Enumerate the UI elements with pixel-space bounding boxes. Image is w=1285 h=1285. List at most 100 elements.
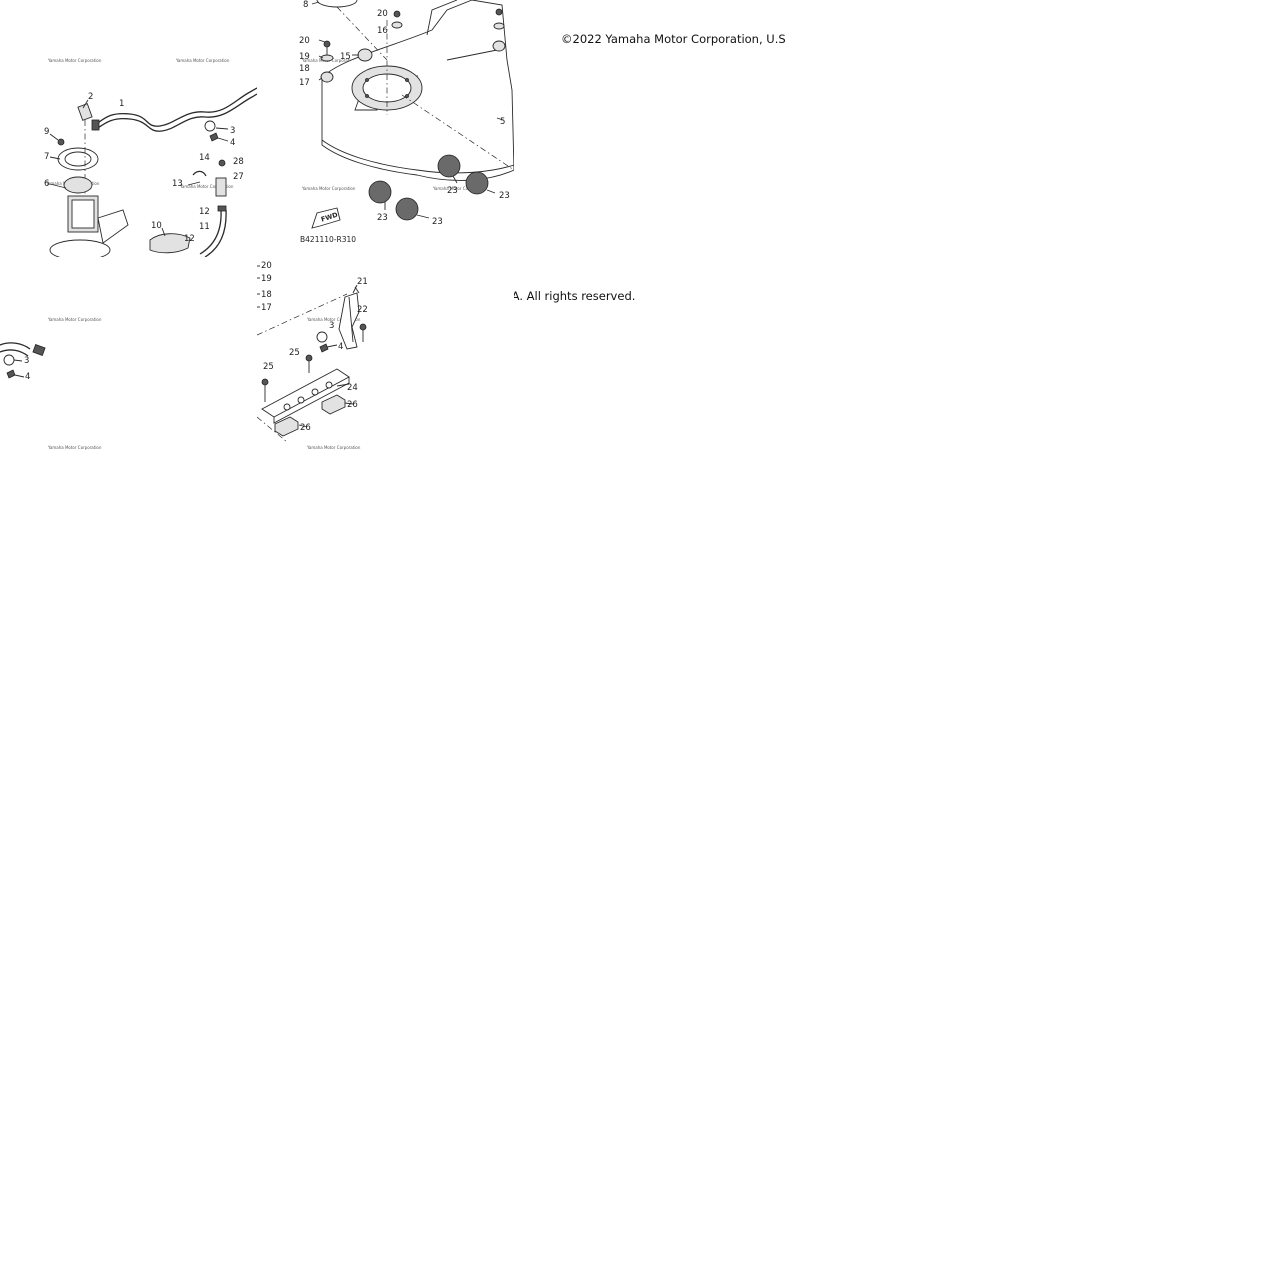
bolt — [261, 378, 269, 386]
clamp-diagram: Yamaha Motor Corporation Yamaha Motor Co… — [0, 317, 102, 450]
bolt — [305, 354, 313, 362]
gasket-ring — [316, 0, 358, 8]
bolt — [359, 323, 367, 331]
part-label: 4 — [338, 342, 343, 352]
part-label: 10 — [151, 221, 162, 231]
pump-base — [49, 239, 111, 257]
fuel-pump-diagram: Yamaha Motor Corporation Yamaha Motor Co… — [44, 58, 257, 257]
watermark: Yamaha Motor Corporation — [47, 445, 102, 450]
pump-filter — [97, 209, 129, 244]
ref-code: B421110-R310 — [300, 235, 356, 244]
part-label: 15 — [340, 52, 351, 62]
part-label: 20 — [299, 36, 310, 46]
part-label: 13 — [172, 179, 183, 189]
diagram-tile-clamp: Yamaha Motor Corporation Yamaha Motor Co… — [0, 257, 257, 514]
rubber-block — [274, 416, 299, 437]
clamp — [316, 331, 328, 343]
clamp — [6, 369, 16, 379]
part-label: 21 — [357, 277, 368, 287]
pump-flange — [63, 176, 93, 194]
part-label: 4 — [230, 138, 235, 148]
part-label: 5 — [500, 117, 505, 127]
part-label: 12 — [199, 207, 210, 217]
part-label: 1 — [119, 99, 124, 109]
part-label: 12 — [184, 234, 195, 244]
washer — [320, 54, 334, 62]
part-label: 14 — [199, 153, 210, 163]
part-label: 16 — [377, 26, 388, 36]
part-label: 20 — [377, 9, 388, 19]
watermark: Yamaha Motor Corporation — [175, 58, 230, 63]
bracket-diagram: Yamaha Motor Corporation Yamaha Motor Co… — [257, 261, 368, 450]
part-label: 28 — [233, 157, 244, 167]
part-label: 23 — [499, 191, 510, 201]
clamp — [204, 120, 216, 132]
watermark: Yamaha Motor Corporation — [301, 186, 356, 191]
washer — [493, 22, 505, 30]
bolt — [393, 10, 401, 18]
fuel-tank-diagram: Yamaha Motor Corporation Yamaha Motor Co… — [299, 0, 514, 244]
diagram-tile-fuel-tank: Yamaha Motor Corporation Yamaha Motor Co… — [257, 0, 514, 257]
fwd-arrow — [311, 207, 341, 229]
damper — [357, 48, 373, 62]
part-label: 26 — [300, 423, 311, 433]
watermark: Yamaha Motor Corporation — [47, 58, 102, 63]
part-label: 2 — [88, 92, 93, 102]
breather-hose — [192, 170, 207, 177]
part-label: 24 — [347, 383, 358, 393]
part-label: 17 — [261, 303, 272, 313]
watermark: Yamaha Motor Corporation — [306, 445, 361, 450]
part-label: 11 — [199, 222, 210, 232]
watermark: Yamaha Motor Corporation — [432, 186, 487, 191]
screw — [218, 159, 226, 167]
part-label: 26 — [347, 400, 358, 410]
grommet — [149, 233, 191, 254]
clip — [217, 205, 227, 212]
screw — [57, 138, 65, 146]
damper — [492, 40, 506, 52]
diagram-tile-fuel-pump: Yamaha Motor Corporation Yamaha Motor Co… — [0, 0, 257, 257]
check-valve — [215, 177, 227, 197]
part-label: 9 — [44, 127, 49, 137]
part-label: 8 — [303, 0, 308, 10]
part-label: 20 — [261, 261, 272, 271]
rubber-mat — [368, 154, 489, 221]
part-label: 23 — [447, 186, 458, 196]
clamp — [3, 354, 15, 366]
copyright-line-b: .A. All rights reserved. — [508, 289, 636, 303]
part-label: 3 — [230, 126, 235, 136]
quick-connector — [77, 103, 93, 121]
connector — [32, 344, 46, 356]
part-label: 22 — [357, 305, 368, 315]
part-label: 3 — [329, 321, 334, 331]
watermark: Yamaha Motor Corporation — [47, 317, 102, 322]
pump-gasket — [64, 151, 92, 167]
rubber-block — [321, 394, 346, 415]
part-label: 23 — [432, 217, 443, 227]
watermark: Yamaha Motor Corporation — [306, 317, 361, 322]
part-label: 7 — [44, 152, 49, 162]
damper — [320, 71, 334, 83]
breather-hose — [204, 209, 227, 257]
quick-connector — [91, 119, 100, 131]
part-label: 18 — [261, 290, 272, 300]
washer — [391, 21, 403, 29]
part-label: 27 — [233, 172, 244, 182]
copyright-line-a: ©2022 Yamaha Motor Corporation, U.S — [561, 32, 786, 46]
part-label: 4 — [25, 372, 30, 382]
part-label: 23 — [377, 213, 388, 223]
watermark: Yamaha Motor Corporation — [179, 184, 234, 189]
bracket — [338, 292, 360, 350]
part-label: 25 — [289, 348, 300, 358]
part-label: 25 — [263, 362, 274, 372]
bolt — [495, 8, 503, 16]
part-label: 6 — [44, 179, 49, 189]
breather-hose — [199, 209, 222, 255]
part-label: 19 — [299, 52, 310, 62]
part-label: 17 — [299, 78, 310, 88]
fuel-hose — [0, 349, 29, 357]
diagram-tile-bracket: Yamaha Motor Corporation Yamaha Motor Co… — [257, 257, 514, 514]
fuel-pump — [71, 199, 95, 229]
clamp — [209, 132, 219, 142]
fuel-hose — [94, 87, 257, 127]
